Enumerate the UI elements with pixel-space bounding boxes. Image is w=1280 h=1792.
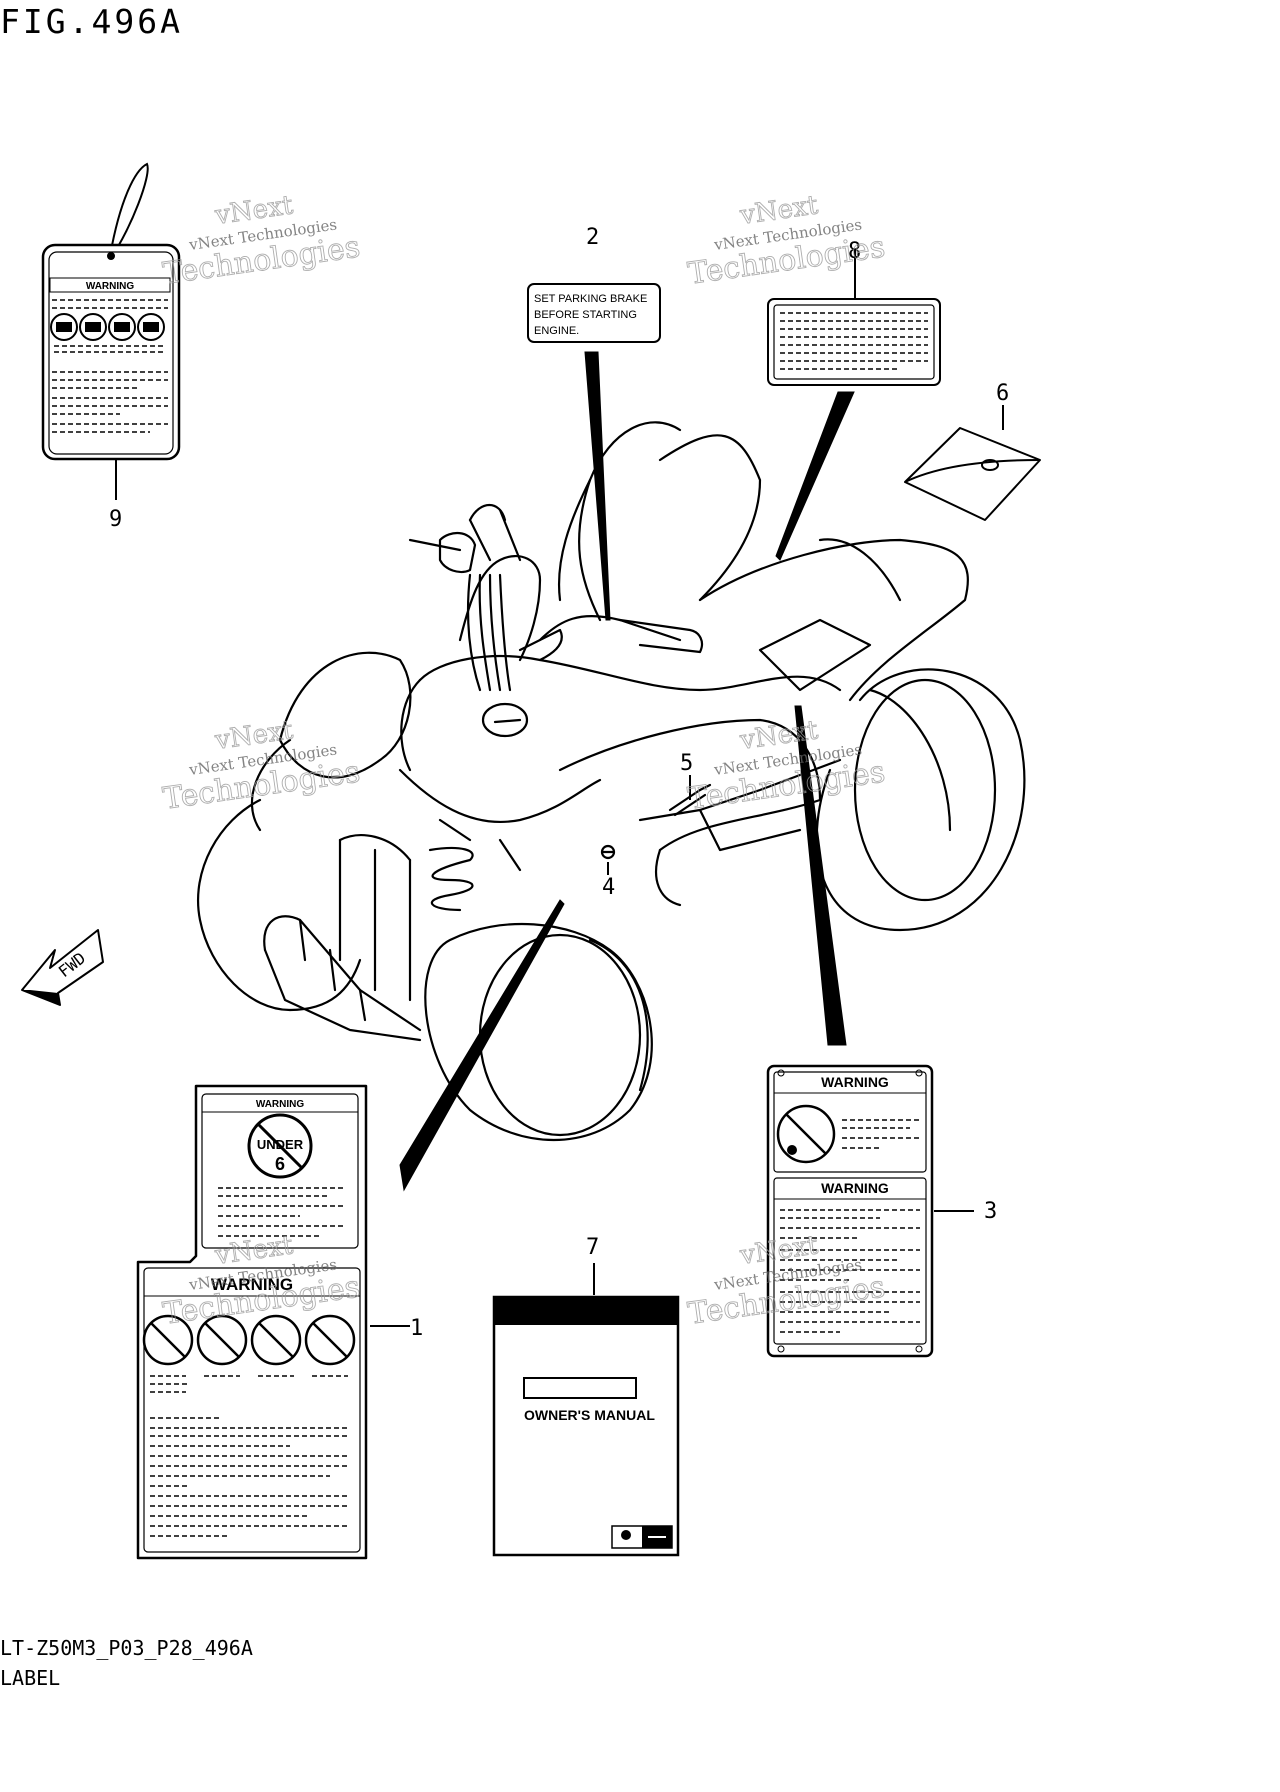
under-age-number: 6 <box>275 1154 285 1174</box>
callout-4: 4 <box>602 875 615 900</box>
callout-1: 1 <box>410 1316 423 1341</box>
callout-2: 2 <box>586 225 599 250</box>
parking-brake-line-1: SET PARKING BRAKE <box>534 293 647 305</box>
label-1-warning-sheet: WARNING UNDER 6 WARNING <box>136 1084 368 1560</box>
callout-8: 8 <box>848 239 861 264</box>
parking-brake-line-2: BEFORE STARTING <box>534 309 637 321</box>
label-6-flap <box>904 427 1041 521</box>
label-7-owners-manual: OWNER'S MANUAL <box>492 1295 680 1557</box>
parking-brake-line-3: ENGINE. <box>534 325 579 337</box>
label-3-warning-stack: WARNING WARNING <box>766 1064 934 1358</box>
label-9-hang-tag: WARNING <box>41 162 181 461</box>
label-1-warning-top: WARNING <box>256 1099 305 1110</box>
callout-5: 5 <box>680 751 693 776</box>
callout-7: 7 <box>586 1235 599 1260</box>
figure-title: FIG.496A <box>0 2 183 41</box>
callout-3: 3 <box>984 1199 997 1224</box>
pointer-lines <box>115 250 1004 1327</box>
label-2-parking-brake: SET PARKING BRAKE BEFORE STARTING ENGINE… <box>527 283 661 343</box>
figure-code: LT-Z50M3_P03_P28_496A <box>0 1636 253 1660</box>
label-3-warning-top: WARNING <box>821 1074 889 1090</box>
figure-name: LABEL <box>0 1666 61 1690</box>
callout-9: 9 <box>109 507 122 532</box>
atv-outline <box>197 421 1026 1142</box>
callout-6: 6 <box>996 381 1009 406</box>
label-8-info-panel <box>767 298 941 386</box>
owners-manual-title: OWNER'S MANUAL <box>524 1407 655 1423</box>
under-age-text: UNDER <box>257 1137 304 1152</box>
label-1-warning-bottom: WARNING <box>211 1275 293 1294</box>
label-9-warning-text: WARNING <box>86 281 135 292</box>
fwd-arrow: FWD <box>21 929 104 1006</box>
label-3-warning-bottom: WARNING <box>821 1180 889 1196</box>
